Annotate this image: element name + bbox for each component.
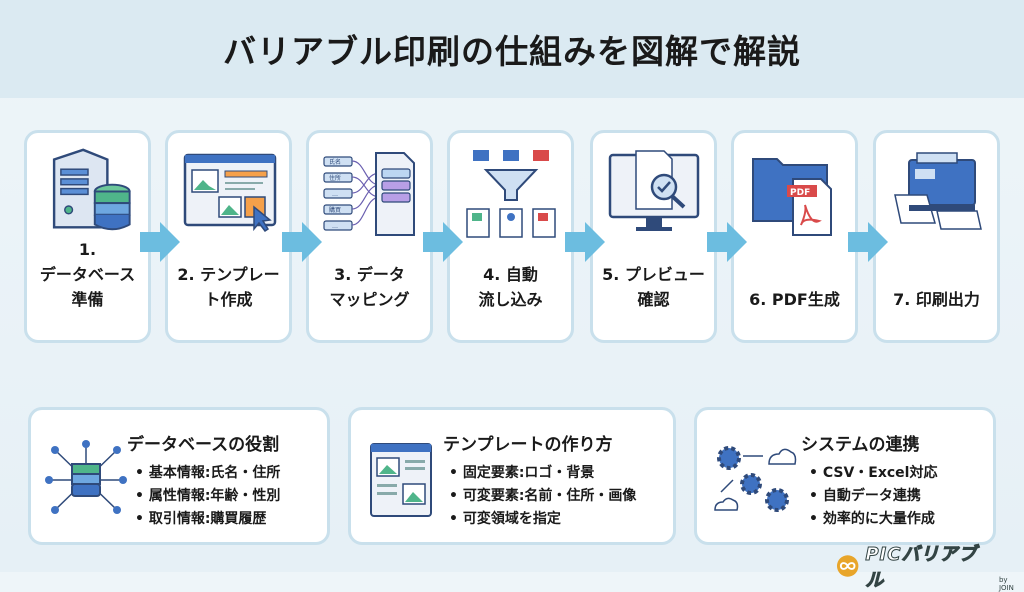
step-label: 4. 自動 流し込み: [478, 265, 543, 309]
database-server-icon: [52, 148, 131, 231]
step-card-2: 2. テンプレー ト作成: [165, 130, 292, 343]
box-title: テンプレートの作り方: [443, 435, 613, 455]
svg-text:購買: 購買: [329, 206, 341, 214]
database-network-icon: [45, 440, 127, 514]
svg-text:氏名: 氏名: [329, 158, 341, 166]
logo-text: PICバリアブル: [865, 544, 978, 592]
box-item: 可変領域を指定: [449, 508, 636, 531]
box-item: 取引情報:購買履歴: [135, 508, 280, 531]
step-card-7: 7. 印刷出力: [873, 130, 1000, 343]
info-box-system: システムの連携 CSV・Excel対応 自動データ連携 効率的に大量作成: [694, 407, 996, 545]
box-title: データベースの役割: [127, 435, 280, 455]
brand-logo: PICバリアブル by JOIN: [836, 540, 1024, 592]
box-item: 属性情報:年齢・性別: [135, 485, 281, 508]
info-box-database: データベースの役割 基本情報:氏名・住所 属性情報:年齢・性別 取引情報:購買履…: [28, 407, 330, 545]
step-label: 1. データベース 準備: [39, 240, 136, 309]
svg-text:住所: 住所: [329, 174, 341, 182]
step-card-5: 5. プレビュー 確認: [590, 130, 717, 343]
box-item: 基本情報:氏名・住所: [135, 462, 281, 485]
step-label: 2. テンプレー ト作成: [177, 265, 280, 309]
step-card-1: 1. データベース 準備: [24, 130, 151, 343]
step-label: 7. 印刷出力: [893, 290, 980, 309]
step-card-3: 氏名 住所 … 購買 … 3. データ マッピング: [306, 130, 433, 343]
logo-subtext: by JOIN: [998, 576, 1014, 592]
box-item: 固定要素:ロゴ・背景: [449, 462, 636, 485]
svg-text:…: …: [332, 223, 338, 230]
svg-text:…: …: [332, 191, 338, 198]
title-banner: バリアブル印刷の仕組みを図解で解説: [0, 0, 1024, 98]
box-item: 自動データ連携: [809, 485, 937, 508]
printer-icon: [893, 152, 982, 230]
pdf-folder-icon: PDF: [751, 158, 832, 236]
svg-text:PDF: PDF: [790, 188, 810, 198]
template-document-icon: [370, 443, 432, 517]
step-label: 3. データ マッピング: [329, 265, 410, 309]
funnel-merge-icon: [465, 150, 556, 238]
box-item: CSV・Excel対応: [809, 462, 938, 485]
step-card-4: 4. 自動 流し込み: [447, 130, 574, 343]
box-title: システムの連携: [801, 435, 920, 455]
gears-cloud-icon: [714, 446, 797, 512]
box-item: 効率的に大量作成: [809, 508, 937, 531]
box-item: 可変要素:名前・住所・画像: [449, 485, 637, 508]
data-mapping-icon: 氏名 住所 … 購買 …: [322, 152, 415, 236]
info-box-template: テンプレートの作り方 固定要素:ロゴ・背景 可変要素:名前・住所・画像 可変領域…: [348, 407, 676, 545]
monitor-preview-icon: [608, 150, 699, 231]
template-layout-icon: [183, 153, 276, 233]
infinity-logo-icon: [836, 555, 859, 577]
step-label: 6. PDF生成: [749, 290, 840, 309]
page-title: バリアブル印刷の仕組みを図解で解説: [223, 32, 801, 71]
step-card-6: PDF 6. PDF生成: [731, 130, 858, 343]
step-label: 5. プレビュー 確認: [602, 265, 705, 309]
